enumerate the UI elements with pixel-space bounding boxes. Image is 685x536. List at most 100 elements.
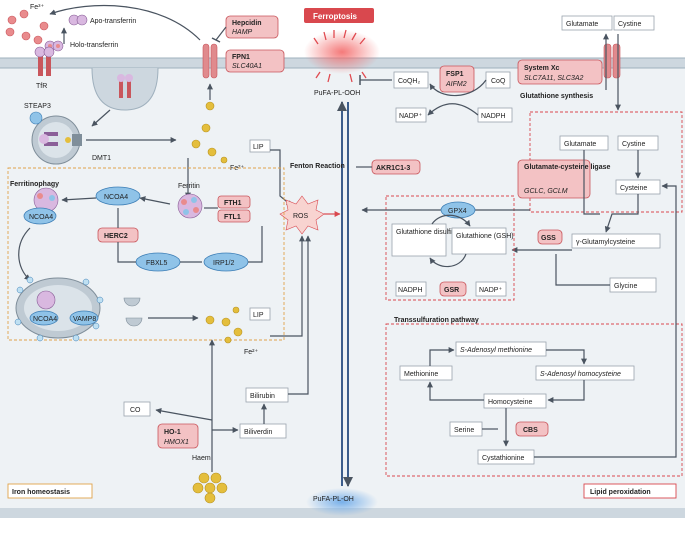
transsulfuration-title: Transsulfuration pathway: [394, 317, 479, 324]
svg-text:AKR1C1-3: AKR1C1-3: [376, 165, 410, 172]
nadph-oxidation-arrow: [427, 103, 479, 116]
svg-text:Glutamate-cysteine ligase: Glutamate-cysteine ligase: [524, 164, 610, 171]
svg-text:LIP: LIP: [253, 312, 264, 319]
svg-text:CO: CO: [130, 407, 141, 414]
svg-text:S-Adenosyl homocysteine: S-Adenosyl homocysteine: [540, 371, 621, 378]
endocytosis-arrow: [91, 109, 111, 127]
svg-text:Homocysteine: Homocysteine: [488, 399, 532, 406]
ncoa4-ellipse: [95, 186, 141, 206]
gsh-glutamate-box: Glutamate: [559, 135, 609, 151]
lysosome-pacman-icon: [123, 297, 143, 327]
ncoa4-ferritin-complex-icon: [23, 187, 59, 225]
irp-ferritin-line: [248, 226, 263, 263]
vamp8-label: VAMP8: [73, 316, 96, 323]
svg-text:Iron homeostasis: Iron homeostasis: [12, 489, 70, 496]
gpx4-region: [385, 195, 515, 301]
ncoa4-complex-label: NCOA4: [29, 214, 53, 221]
extracellular-glutamate-box: Glutamate: [561, 15, 613, 31]
gsh-box: Glutathione (GSH): [451, 227, 514, 255]
svg-text:Lipid peroxidation: Lipid peroxidation: [590, 489, 651, 496]
coq-reduction-arrow: [429, 79, 487, 97]
gsh-synthesis-title: Glutathione synthesis: [520, 93, 593, 100]
ferritin-label: Ferritin: [178, 183, 200, 190]
svg-text:NADP⁺: NADP⁺: [479, 287, 502, 294]
fe3-label: Fe³⁺: [30, 4, 45, 11]
svg-text:GCLC, GCLM: GCLC, GCLM: [524, 188, 568, 195]
svg-text:Biliverdin: Biliverdin: [244, 429, 273, 436]
svg-text:Cystathionine: Cystathionine: [482, 455, 525, 462]
homocysteine-box: Homocysteine: [483, 393, 547, 409]
herc2-fbxl5-line: [117, 242, 136, 263]
ho1-to-co-arrow: [155, 407, 213, 421]
fsp1-nadp-box: NADP⁺: [395, 107, 427, 123]
svg-text:Methionine: Methionine: [404, 371, 438, 378]
svg-text:FSP1: FSP1: [446, 71, 464, 78]
ferroptosis-glow: [304, 30, 380, 74]
endosome-tfr-icon: [39, 132, 58, 146]
fsp1-box: FSP1 AIFM2: [439, 65, 475, 93]
lipid-peroxidation-tag: Lipid peroxidation: [583, 483, 677, 499]
co-box: CO: [123, 401, 151, 417]
ncoa4-label: NCOA4: [104, 194, 128, 201]
dmt1-channel-icon: [72, 134, 82, 146]
fe3-ions-icon: [5, 9, 49, 45]
met-to-sam-arrow: [429, 347, 455, 366]
coqh2-box: CoQH₂: [393, 71, 429, 89]
svg-text:HAMP: HAMP: [232, 29, 253, 36]
cystathionine-box: Cystathionine: [477, 449, 535, 465]
svg-text:FTL1: FTL1: [224, 214, 241, 221]
lysosome-vesicles-icon: [14, 276, 104, 342]
gsh-oxidation-arrow: [429, 253, 467, 268]
svg-text:FTH1: FTH1: [224, 200, 242, 207]
svg-text:LIP: LIP: [253, 144, 264, 151]
sah-to-hcy-arrow: [547, 380, 585, 403]
fe2-label: Fe²⁺: [230, 165, 245, 172]
svg-text:HO-1: HO-1: [164, 429, 181, 436]
pufa-pl-oh-label: PuFA-PL-OH: [313, 496, 354, 503]
svg-text:CBS: CBS: [523, 427, 538, 434]
fpn1-channel-icon: [202, 43, 218, 79]
gcl-product-arrow: [604, 194, 639, 233]
gsr-box: GSR: [439, 281, 467, 297]
akr1c-box: AKR1C1-3: [371, 159, 421, 175]
vamp8-ellipse: [69, 310, 99, 326]
ros-label: ROS: [293, 213, 309, 220]
fth1-box: FTH1: [217, 195, 251, 209]
steap3-icon: [29, 111, 43, 125]
irp-label: IRP1/2: [213, 260, 235, 267]
dmt1-label: DMT1: [92, 155, 111, 162]
svg-text:NADP⁺: NADP⁺: [399, 113, 422, 120]
serine-box: Serine: [449, 421, 483, 437]
svg-text:Glutamate: Glutamate: [564, 141, 596, 148]
hcy-to-met-arrow: [427, 381, 484, 401]
svg-text:Glycine: Glycine: [614, 283, 637, 290]
fe2b-label: Fe²⁺: [244, 349, 259, 356]
fsp1-nadph-box: NADPH: [477, 107, 513, 123]
steap3-label: STEAP3: [24, 103, 51, 110]
gpx4-ellipse: [440, 201, 476, 219]
svg-text:Glutamate: Glutamate: [566, 21, 598, 28]
ferroptosis-burst-icon: [313, 29, 367, 83]
svg-text:HMOX1: HMOX1: [164, 439, 189, 446]
sam-box: S-Adenosyl methionine: [455, 341, 547, 357]
biliverdin-box: Biliverdin: [239, 423, 287, 439]
herc2-box: HERC2: [97, 227, 139, 243]
svg-text:Ferroptosis: Ferroptosis: [313, 12, 358, 21]
methionine-box: Methionine: [399, 365, 453, 381]
pufa-oh-glow: [306, 488, 378, 516]
gssg-reduction-arrow: [431, 214, 471, 227]
bilirubin-to-ros-line: [288, 235, 311, 395]
lip2-to-ros-arrow: [270, 235, 305, 337]
svg-text:Glutathione disulfide (GSSH): Glutathione disulfide (GSSH): [396, 229, 486, 236]
apo-transferrin-label: Apo-transferrin: [90, 18, 136, 25]
gss-box: GSS: [537, 229, 563, 245]
svg-text:Glutathione (GSH): Glutathione (GSH): [456, 233, 514, 240]
svg-text:NADPH: NADPH: [398, 287, 423, 294]
transsulfuration-region: [385, 323, 683, 477]
ferritinophagy-region: [7, 167, 285, 341]
pufa-pl-ooh-label: PuFA-PL-OOH: [314, 90, 360, 97]
gcl-box: Glutamate-cysteine ligase GCLC, GCLM: [517, 159, 610, 199]
hepcidin-box: Hepcidin HAMP: [225, 15, 279, 39]
svg-text:Hepcidin: Hepcidin: [232, 20, 262, 27]
